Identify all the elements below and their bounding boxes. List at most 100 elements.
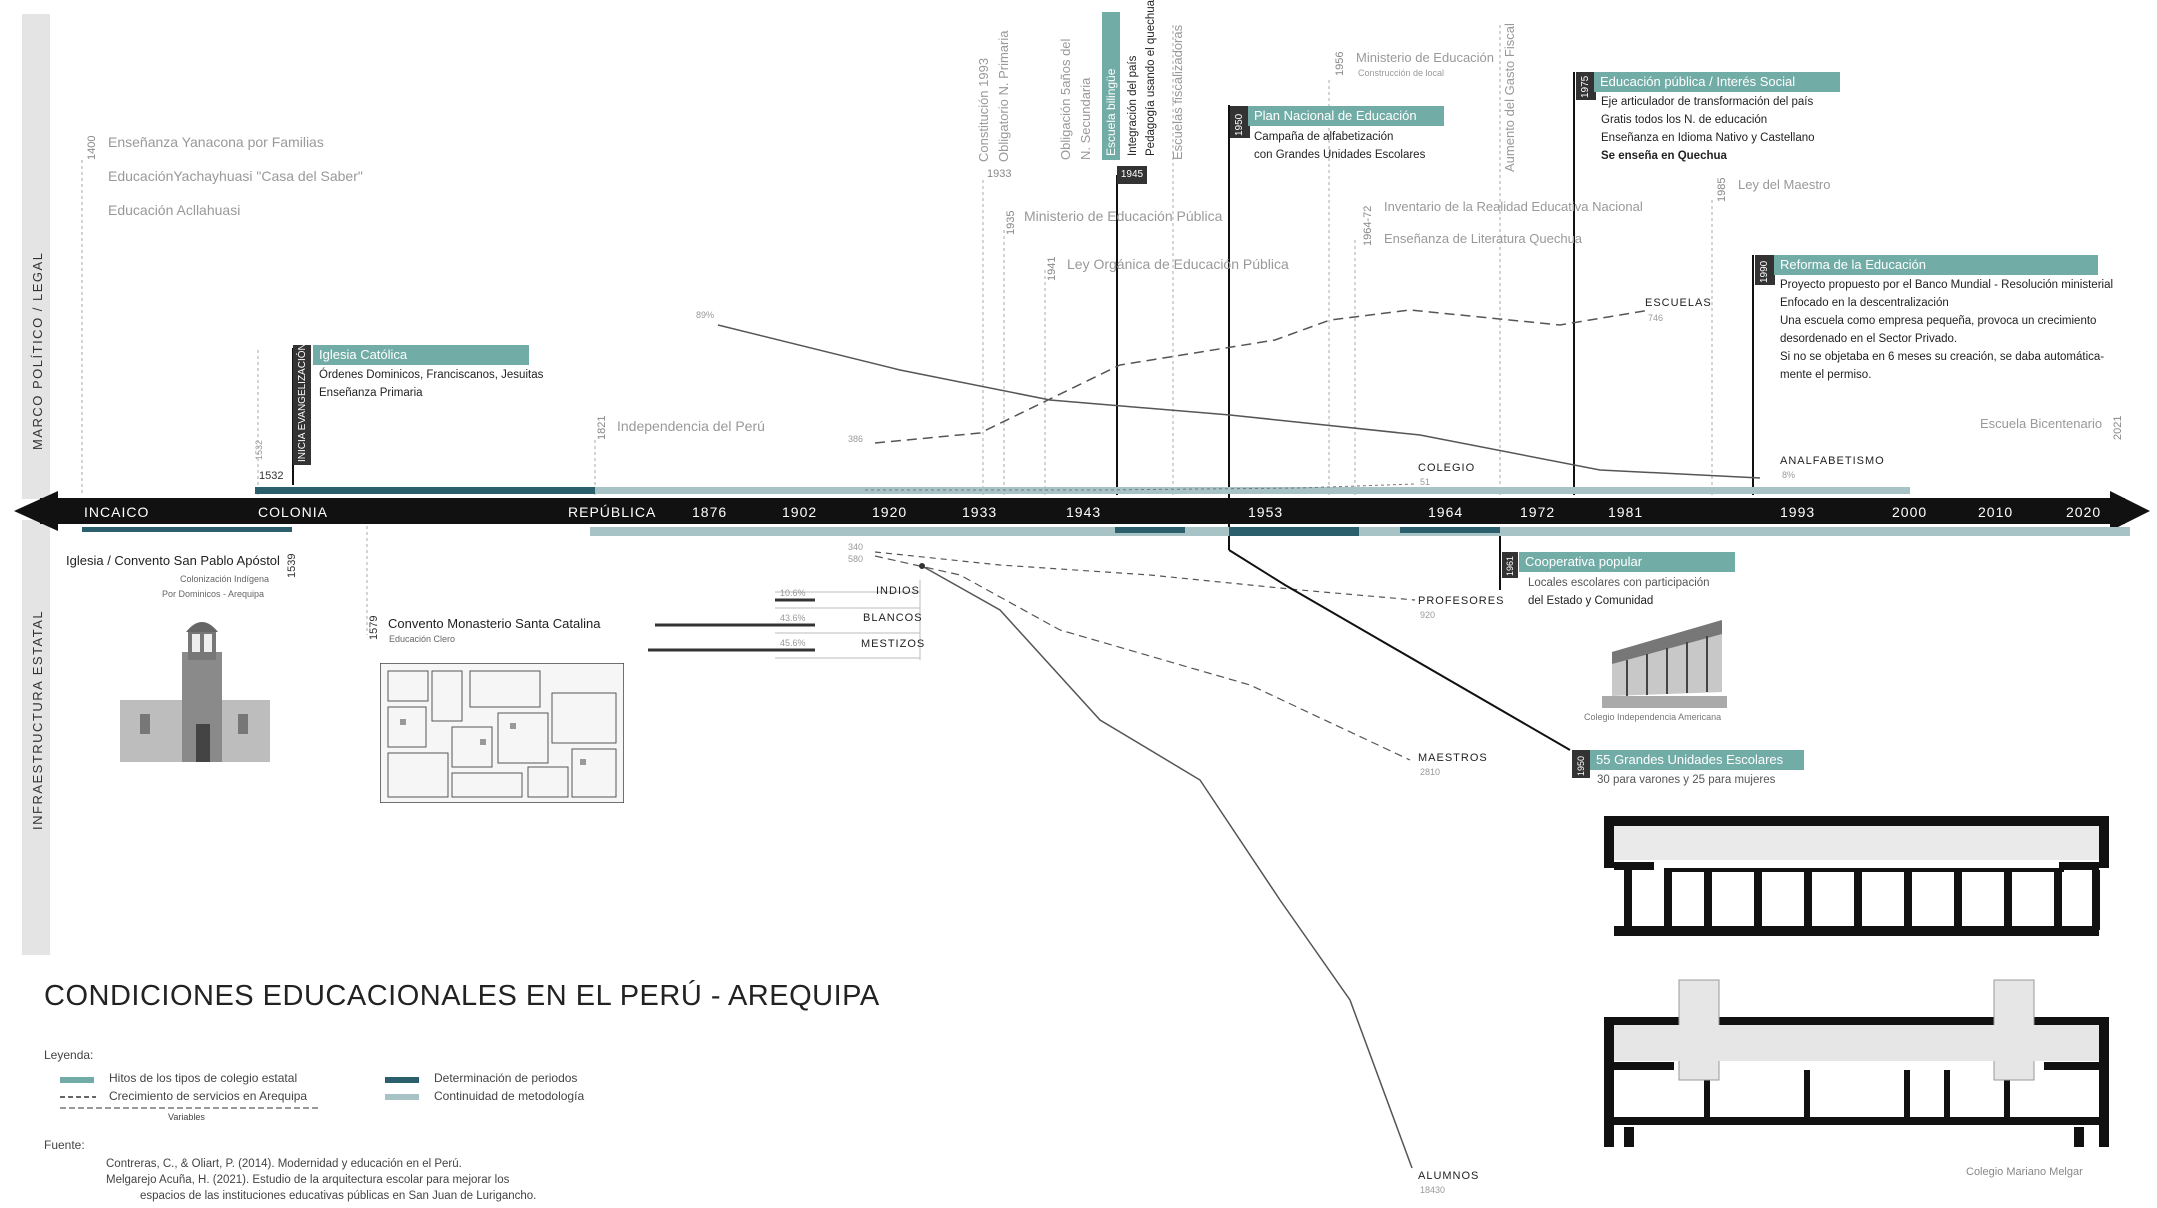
- year-1920: 1920: [872, 504, 907, 520]
- gue-sub: 30 para varones y 25 para mujeres: [1597, 771, 1775, 789]
- colegio-value: 51: [1420, 477, 1430, 487]
- educacion-publica-line-2: Gratis todos los N. de educación: [1601, 111, 1767, 129]
- inventario-line-1: Inventario de la Realidad Educativa Naci…: [1384, 199, 1643, 214]
- alumnos-value: 18430: [1420, 1185, 1445, 1195]
- analfabetismo-value: 8%: [1782, 470, 1795, 480]
- reforma-year: 1990: [1759, 261, 1770, 283]
- plan-nacional-year: 1950: [1234, 114, 1245, 136]
- year-1993: 1993: [1780, 504, 1815, 520]
- gue-plan-image: [1604, 812, 2109, 1182]
- san-pablo-title: Iglesia / Convento San Pablo Apóstol: [66, 553, 280, 568]
- period-incaico: INCAICO: [84, 504, 149, 520]
- reforma-line-5: Si no se objetaba en 6 meses su creación…: [1780, 348, 2104, 366]
- ley-maestro-label: Ley del Maestro: [1738, 177, 1831, 192]
- escuelas-value: 746: [1648, 313, 1663, 323]
- escuela-bilingue-title: Escuela bilingüe: [1104, 69, 1118, 156]
- race-label-blancos: BLANCOS: [863, 612, 923, 624]
- san-pablo-line-1: Colonización Indígena: [180, 574, 269, 584]
- reforma-line-1: Proyecto propuesto por el Banco Mundial …: [1780, 276, 2113, 294]
- reforma-line-4: desordenado en el Sector Privado.: [1780, 330, 1957, 348]
- legend-item-light: Continuidad de metodología: [434, 1089, 584, 1103]
- santa-catalina-year: 1579: [368, 616, 380, 640]
- race-pct-mestizos: 45.6%: [780, 638, 806, 648]
- fuente-line-3: espacios de las instituciones educativas…: [140, 1190, 536, 1202]
- colegio-label: COLEGIO: [1418, 462, 1475, 474]
- cooperativa-line-1: Locales escolares con participación: [1528, 574, 1710, 592]
- escuelas-label: ESCUELAS: [1645, 297, 1712, 309]
- race-label-indios: INDIOS: [876, 585, 920, 597]
- year-1972: 1972: [1520, 504, 1555, 520]
- cooperativa-line-2: del Estado y Comunidad: [1528, 592, 1653, 610]
- constitucion-line-1: Constitución 1993: [976, 58, 991, 162]
- ley-maestro-year: 1985: [1716, 178, 1728, 202]
- ley-organica-year: 1941: [1046, 257, 1058, 281]
- cooperativa-title: Cooperativa popular: [1519, 552, 1735, 572]
- iglesia-line-1: Órdenes Dominicos, Franciscanos, Jesuita…: [319, 366, 543, 384]
- bicentenario-label: Escuela Bicentenario: [1980, 416, 2102, 431]
- year-1876: 1876: [692, 504, 727, 520]
- san-pablo-church-image: [120, 612, 270, 762]
- reforma-line-3: Una escuela como empresa pequeña, provoc…: [1780, 312, 2096, 330]
- escuela-bilingue-line-2: Pedagogía usando el quechua: [1142, 0, 1160, 156]
- independencia-year: 1821: [596, 416, 608, 440]
- reforma-line-2: Enfocado en la descentralización: [1780, 294, 1949, 312]
- iglesia-small-year: 1532: [254, 440, 264, 460]
- obligacion-line-2: N. Secundaria: [1078, 78, 1093, 160]
- legend-title: Leyenda:: [44, 1048, 93, 1062]
- analfabetismo-start: 89%: [696, 310, 714, 320]
- iglesia-line-2: Enseñanza Primaria: [319, 384, 423, 402]
- escuela-bilingue-year: 1945: [1117, 166, 1147, 184]
- year-2020: 2020: [2066, 504, 2101, 520]
- escuelas-fiscalizadoras: Escuelas fiscalizadoras: [1170, 25, 1185, 160]
- analfabetismo-label: ANALFABETISMO: [1780, 455, 1885, 467]
- fuente-line-1: Contreras, C., & Oliart, P. (2014). Mode…: [106, 1158, 462, 1170]
- san-pablo-year: 1539: [286, 554, 298, 578]
- plan-nacional-line-2: con Grandes Unidades Escolares: [1254, 146, 1425, 164]
- legend-swatch-dashed: [60, 1094, 96, 1100]
- race-pct-indios: 10.6%: [780, 588, 806, 598]
- iglesia-title: Iglesia Católica: [313, 345, 529, 365]
- fuente-line-2: Melgarejo Acuña, H. (2021). Estudio de l…: [106, 1174, 509, 1186]
- san-pablo-line-2: Por Dominicos - Arequipa: [162, 589, 264, 599]
- fuente-title: Fuente:: [44, 1138, 85, 1152]
- legend-item-dark: Determinación de periodos: [434, 1071, 577, 1085]
- legend-item-dashed: Crecimiento de servicios en Arequipa: [109, 1089, 307, 1103]
- ministerio-2-sub: Construcción de local: [1358, 68, 1444, 78]
- escuelas-start: 386: [848, 434, 863, 444]
- low-start-2: 580: [848, 554, 863, 564]
- year-1981: 1981: [1608, 504, 1643, 520]
- year-1964: 1964: [1428, 504, 1463, 520]
- year-1933: 1933: [962, 504, 997, 520]
- santa-catalina-title: Convento Monasterio Santa Catalina: [388, 616, 600, 631]
- iglesia-vertical-label: INICIA EVANGELIZACIÓN: [297, 343, 308, 462]
- constitucion-line-2: Obligatorio N. Primaria: [996, 31, 1011, 163]
- obligacion-line-1: Obligación 5años del: [1058, 39, 1073, 160]
- constitucion-year: 1933: [987, 168, 1011, 180]
- alumnos-label: ALUMNOS: [1418, 1170, 1479, 1182]
- year-2010: 2010: [1978, 504, 2013, 520]
- educacion-publica-line-4: Se enseña en Quechua: [1601, 147, 1727, 165]
- incaico-year: 1400: [86, 136, 98, 160]
- year-1953: 1953: [1248, 504, 1283, 520]
- race-pct-blancos: 43.6%: [780, 613, 806, 623]
- gue-year: 1950: [1576, 756, 1586, 776]
- period-colonia: COLONIA: [258, 504, 328, 520]
- bicentenario-year: 2021: [2112, 416, 2124, 440]
- legend-swatch-teal: [60, 1077, 94, 1083]
- reforma-title: Reforma de la Educación: [1774, 255, 2098, 275]
- santa-catalina-sub: Educación Clero: [389, 634, 455, 644]
- plan-nacional-line-1: Campaña de alfabetización: [1254, 128, 1393, 146]
- escuela-bilingue-line-1: Integración del país: [1124, 56, 1142, 156]
- inventario-line-2: Enseñanza de Literatura Quechua: [1384, 231, 1582, 246]
- ministerio-2-label: Ministerio de Educación: [1356, 50, 1494, 65]
- cooperativa-caption: Colegio Independencia Americana: [1584, 712, 1721, 722]
- ministerio-2-year: 1956: [1334, 52, 1346, 76]
- cooperativa-photo: [1602, 612, 1727, 708]
- legend-variables-label: Variables: [168, 1112, 205, 1122]
- year-1943: 1943: [1066, 504, 1101, 520]
- iglesia-year: 1532: [259, 470, 283, 482]
- plan-nacional-title: Plan Nacional de Educación: [1248, 106, 1444, 126]
- year-1902: 1902: [782, 504, 817, 520]
- ley-organica-label: Ley Orgánica de Educación Pública: [1067, 256, 1289, 272]
- period-republica: REPÚBLICA: [568, 504, 656, 520]
